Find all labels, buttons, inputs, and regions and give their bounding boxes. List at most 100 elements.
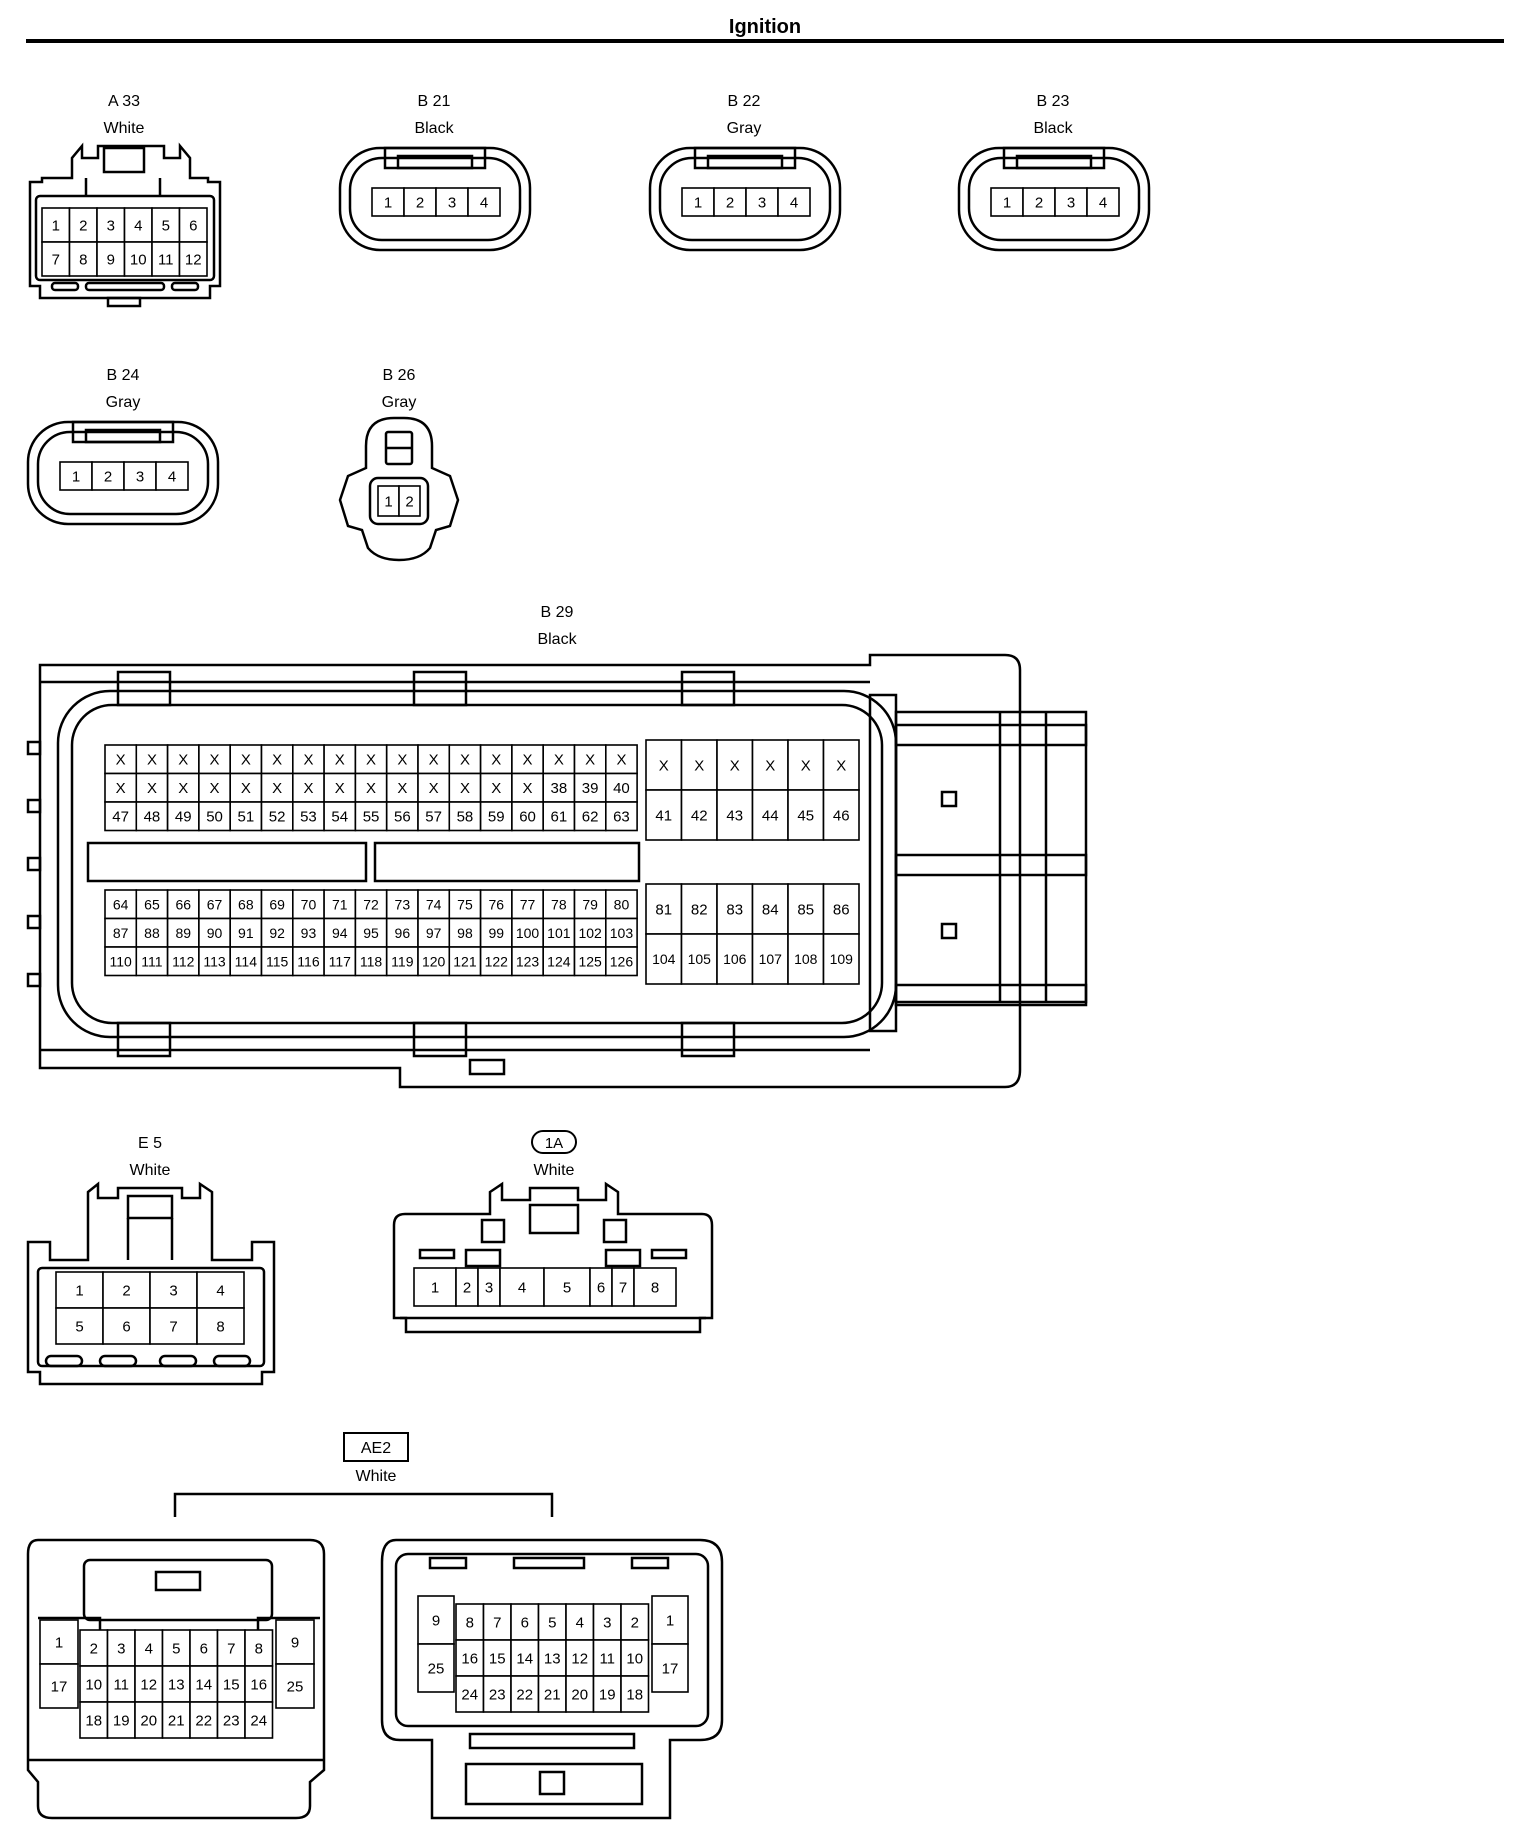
b29-pin: 63 xyxy=(604,801,638,832)
a33-pin-cell xyxy=(41,241,71,277)
b29-pin-cell xyxy=(417,801,451,832)
b29-pin-label: X xyxy=(616,752,626,769)
b29-pin-label: 98 xyxy=(457,925,473,941)
ae2-right-pin-label: 14 xyxy=(516,1650,533,1667)
ae2-left-pin: 25 xyxy=(275,1663,315,1709)
a33-pin: 12 xyxy=(178,241,208,277)
b26-pin-label: 1 xyxy=(384,493,392,510)
connector-e5-id: E 5 xyxy=(138,1135,162,1152)
b29-pin-cell xyxy=(323,772,357,803)
b29-pin: 119 xyxy=(385,946,419,977)
b29-pin-cell xyxy=(542,801,576,832)
b29-pin-label: X xyxy=(836,757,846,774)
b29-pin-label: 119 xyxy=(391,953,414,969)
b29-pin: 124 xyxy=(542,946,576,977)
connector-a33-id: A 33 xyxy=(108,93,140,110)
connector-1a-housing xyxy=(392,1181,714,1334)
b26-pin-cell xyxy=(398,485,421,517)
e5-pin: 3 xyxy=(149,1271,198,1309)
b29-pin-label: 81 xyxy=(655,901,672,918)
b21-pin: 3 xyxy=(435,187,469,217)
c1a-pin: 5 xyxy=(543,1267,591,1307)
b29-pin: 115 xyxy=(260,946,294,977)
b29-pin: 92 xyxy=(260,917,294,948)
b29-pin-label: X xyxy=(523,780,533,797)
b29-pin: X xyxy=(417,744,451,775)
b29-pin-cell xyxy=(323,946,357,977)
ae2-right-pin: 4 xyxy=(565,1603,595,1641)
b29-pin: 74 xyxy=(417,889,451,920)
b29-pin: X xyxy=(680,739,718,791)
b29-pin-label: 113 xyxy=(203,953,226,969)
c1a-pin-label: 7 xyxy=(619,1279,627,1296)
ae2-right-pin: 12 xyxy=(565,1639,595,1677)
b29-pin-label: 40 xyxy=(613,780,630,797)
b29-pin: X xyxy=(511,744,544,775)
ae2-right-pin: 8 xyxy=(455,1603,485,1641)
ae2-right-pin-cell xyxy=(620,1603,650,1641)
ae2-left-pin-label: 7 xyxy=(227,1640,235,1657)
b29-pin-cell xyxy=(511,889,544,920)
ae2-right-pin-label: 20 xyxy=(571,1686,588,1703)
ae2-left-pin-label: 17 xyxy=(51,1678,68,1695)
b29-pin-cell xyxy=(291,801,325,832)
b29-pin-cell xyxy=(822,789,860,841)
ae2-left-pin-label: 25 xyxy=(287,1678,304,1695)
ae2-right-pin-label: 3 xyxy=(603,1614,611,1631)
connector-ae2-bracket xyxy=(173,1492,554,1517)
b26-pin: 2 xyxy=(398,485,421,517)
b29-pin: X xyxy=(511,772,544,803)
b29-pin: 40 xyxy=(604,772,638,803)
b29-pin-label: 58 xyxy=(457,809,474,826)
b24-pin: 4 xyxy=(155,461,189,491)
ae2-left-pin-label: 18 xyxy=(85,1712,102,1729)
b29-pin: 43 xyxy=(716,789,754,841)
e5-pin: 2 xyxy=(102,1271,151,1309)
b29-pin: 87 xyxy=(104,917,138,948)
ae2-right-pin-label: 13 xyxy=(544,1650,561,1667)
b29-pin: 47 xyxy=(104,801,138,832)
b29-pin-label: 121 xyxy=(453,953,477,969)
b29-pin: 91 xyxy=(229,917,263,948)
ae2-right-pin: 18 xyxy=(620,1675,650,1713)
e5-pin: 5 xyxy=(55,1307,104,1345)
b22-pin-label: 4 xyxy=(790,194,798,211)
b29-pin-cell xyxy=(417,889,451,920)
b29-pin-label: 77 xyxy=(520,896,536,912)
ae2-left-pin: 9 xyxy=(275,1619,315,1665)
b29-pin-cell xyxy=(680,883,718,935)
b29-pin-cell xyxy=(448,744,482,775)
b29-pin-cell xyxy=(104,946,138,977)
b29-pin-label: X xyxy=(491,752,501,769)
b29-pin-cell xyxy=(229,801,263,832)
b29-pin: X xyxy=(135,772,169,803)
ae2-left-pin-label: 22 xyxy=(195,1712,212,1729)
b29-pin-cell xyxy=(323,889,357,920)
b29-pin: 64 xyxy=(104,889,138,920)
a33-pin: 5 xyxy=(151,207,181,243)
connector-ae2-color: White xyxy=(356,1468,397,1485)
b21-pin: 4 xyxy=(467,187,501,217)
ae2-right-pin: 15 xyxy=(482,1639,512,1677)
b29-pin-label: X xyxy=(730,757,740,774)
ae2-right-pin-cell xyxy=(537,1603,567,1641)
ae2-right-pin-label: 15 xyxy=(489,1650,506,1667)
b29-pin: 56 xyxy=(385,801,419,832)
b29-pin-label: 108 xyxy=(794,951,818,967)
b29-pin-label: 88 xyxy=(144,925,160,941)
connector-b24-id: B 24 xyxy=(107,367,140,384)
b29-pin-cell xyxy=(511,744,544,775)
connector-b22-color: Gray xyxy=(727,120,762,137)
b29-pin: 82 xyxy=(680,883,718,935)
ae2-left-pin-cell xyxy=(161,1665,191,1703)
a33-pin: 1 xyxy=(41,207,71,243)
b29-pin: 95 xyxy=(354,917,388,948)
b29-pin: 118 xyxy=(354,946,388,977)
b29-pin: X xyxy=(716,739,754,791)
b23-pin: 4 xyxy=(1086,187,1120,217)
